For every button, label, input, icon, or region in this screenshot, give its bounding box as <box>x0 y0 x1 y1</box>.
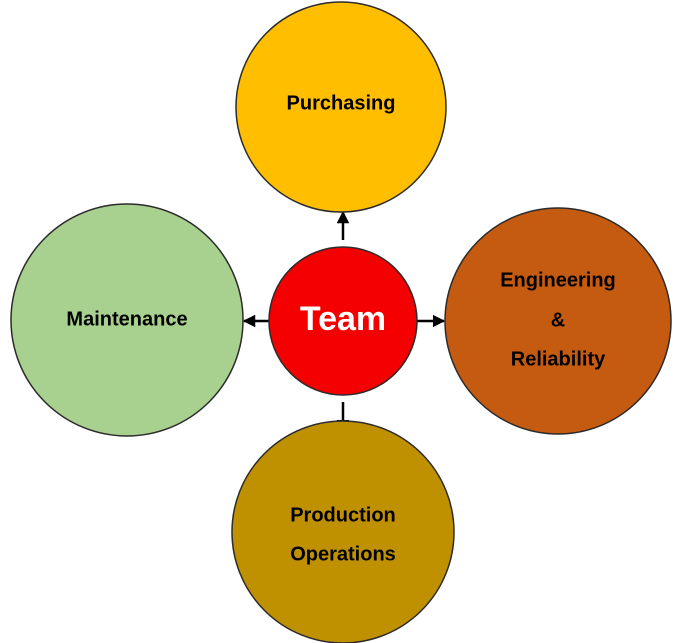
engineering-label-line-3: Reliability <box>511 348 606 370</box>
team-circle <box>268 246 418 396</box>
maintenance-circle <box>10 203 244 437</box>
node-purchasing: Purchasing <box>235 1 447 213</box>
team-label: Team <box>300 300 386 338</box>
maintenance-label: Maintenance <box>66 308 187 330</box>
purchasing-circle <box>235 1 447 213</box>
production-label-line-1: Production <box>290 504 396 526</box>
engineering-label-line-1: Engineering <box>500 269 616 291</box>
node-engineering-reliability: Engineering & Reliability <box>444 207 672 435</box>
production-circle <box>231 420 455 643</box>
node-production-operations: Production Operations <box>231 420 455 643</box>
engineering-circle <box>444 207 672 435</box>
production-label-line-2: Operations <box>290 543 396 565</box>
node-team-center: Team <box>268 246 418 396</box>
engineering-label-line-2: & <box>551 309 565 331</box>
purchasing-label: Purchasing <box>287 92 396 114</box>
node-maintenance: Maintenance <box>10 203 244 437</box>
